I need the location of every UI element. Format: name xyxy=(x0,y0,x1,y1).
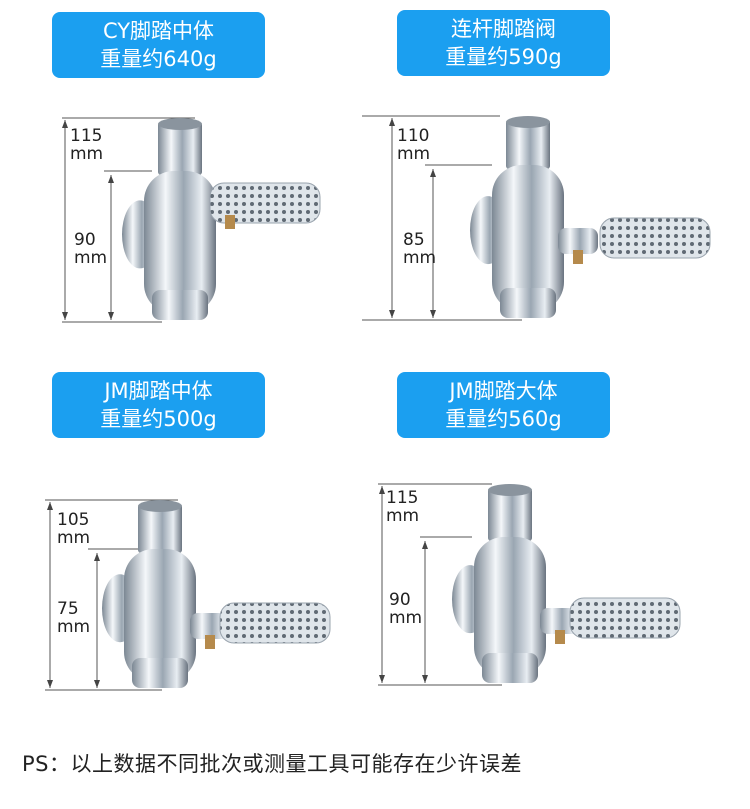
brass-fitting xyxy=(205,635,215,649)
valve-body xyxy=(492,165,564,312)
valve-lever xyxy=(558,228,598,254)
product-label-jm-medium-valve: JM脚踏中体 重量约500g xyxy=(52,372,265,438)
valve-outlet xyxy=(482,653,538,683)
arrow-head xyxy=(422,541,428,549)
arrow-head xyxy=(62,312,68,320)
arrow-head xyxy=(47,502,53,510)
valve-inlet-opening xyxy=(138,500,182,512)
valve-body xyxy=(124,549,196,682)
arrow-head xyxy=(422,675,428,683)
arrow-head xyxy=(94,553,100,561)
valve-inlet-pipe xyxy=(506,120,550,169)
arrow-head xyxy=(430,310,436,318)
foot-pedal xyxy=(569,597,681,639)
arrow-head xyxy=(379,486,385,494)
arrow-head xyxy=(47,680,53,688)
arrow-head xyxy=(430,169,436,177)
brass-fitting xyxy=(225,215,235,229)
valve-outlet xyxy=(152,290,208,320)
brass-fitting xyxy=(573,250,583,264)
product-weight: 重量约560g xyxy=(445,407,562,431)
product-label-linkage-foot-valve: 连杆脚踏阀 重量约590g xyxy=(397,10,610,76)
valve-outlet xyxy=(132,658,188,688)
measurement-disclaimer: PS：以上数据不同批次或测量工具可能存在少许误差 xyxy=(22,752,522,776)
product-weight: 重量约500g xyxy=(100,407,217,431)
product-weight: 重量约640g xyxy=(100,47,217,71)
valve-inlet-pipe xyxy=(158,122,202,175)
arrow-head xyxy=(108,312,114,320)
valve-body xyxy=(474,537,546,677)
product-weight: 重量约590g xyxy=(445,45,562,69)
valve-outlet xyxy=(500,288,556,318)
valve-inlet-opening xyxy=(506,116,550,128)
foot-pedal xyxy=(209,182,321,224)
product-name: JM脚踏中体 xyxy=(104,379,213,403)
brass-fitting xyxy=(555,630,565,644)
arrow-head xyxy=(94,680,100,688)
product-label-cy-foot-valve: CY脚踏中体 重量约640g xyxy=(52,12,265,78)
valve-inlet-opening xyxy=(158,118,202,130)
valve-inlet-pipe xyxy=(488,488,532,541)
arrow-head xyxy=(108,175,114,183)
arrow-head xyxy=(389,310,395,318)
arrow-head xyxy=(379,675,385,683)
arrow-head xyxy=(62,120,68,128)
foot-pedal xyxy=(219,602,331,644)
arrow-head xyxy=(389,118,395,126)
product-name: 连杆脚踏阀 xyxy=(451,17,556,41)
product-label-jm-large-valve: JM脚踏大体 重量约560g xyxy=(397,372,610,438)
product-name: JM脚踏大体 xyxy=(449,379,558,403)
product-name: CY脚踏中体 xyxy=(102,19,215,43)
foot-pedal xyxy=(599,217,711,259)
valve-inlet-opening xyxy=(488,484,532,496)
valve-body xyxy=(144,171,216,314)
valve-inlet-pipe xyxy=(138,504,182,553)
